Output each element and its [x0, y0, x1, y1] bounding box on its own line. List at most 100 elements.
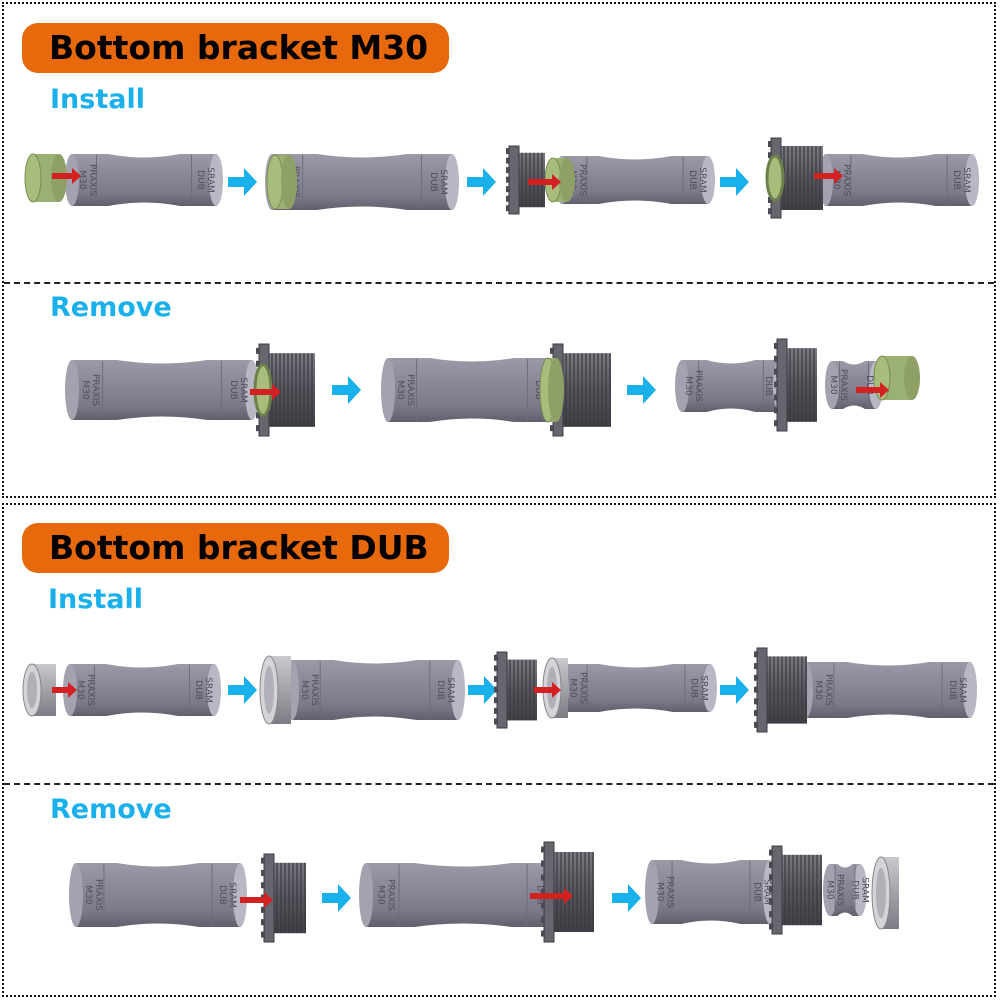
push-direction-arrow-icon: [250, 384, 281, 400]
tube-marking-text: DUB: [864, 375, 874, 395]
tube-marking-text: PRAXIS: [405, 374, 415, 406]
step-arrow-icon: [467, 168, 496, 196]
tube-marking-text: DUB: [763, 376, 773, 396]
tube-marking-text: M30: [80, 380, 90, 399]
tube-marking-text: DUB: [195, 170, 205, 190]
step-arrow-icon: [612, 884, 641, 912]
tube-marking-text: SRAM: [203, 677, 213, 703]
tube-marking-text: PRAXIS: [577, 672, 587, 704]
tube-marking-text: M30: [655, 882, 665, 901]
step-arrow-icon: [627, 376, 656, 404]
tube-marking-text: SRAM: [445, 677, 455, 703]
push-direction-arrow-icon: [814, 168, 843, 184]
step-arrow-icon: [228, 676, 257, 704]
tube-marking-text: SRAM: [699, 675, 709, 701]
push-direction-arrow-icon: [240, 892, 273, 908]
tube-marking-text: PRAXIS: [87, 164, 97, 196]
step-arrow-icon: [468, 676, 497, 704]
push-direction-arrow-icon: [530, 888, 573, 904]
threaded-bearing-cup-icon: [541, 841, 594, 943]
tube-marking-text: M30: [683, 376, 693, 395]
tube-marking-text: DUB: [951, 170, 961, 190]
push-direction-arrow-icon: [52, 168, 81, 184]
tube-marking-text: DUB: [428, 172, 438, 192]
tube-marking-text: M30: [299, 680, 309, 699]
tube-marking-text: M30: [77, 170, 87, 189]
push-direction-arrow-icon: [534, 682, 561, 698]
section-title-dub: Bottom bracket DUB: [22, 523, 449, 573]
tube-marking-text: PRAXIS: [835, 874, 845, 906]
tube-marking-text: PRAXIS: [841, 164, 851, 196]
tube-marking-text: M30: [825, 880, 835, 899]
tube-marking-text: M30: [375, 885, 385, 904]
tube-marking-text: PRAXIS: [577, 164, 587, 196]
tube-marking-text: SRAM: [227, 882, 237, 908]
tube-marking-text: M30: [83, 885, 93, 904]
step-arrow-icon: [332, 376, 361, 404]
tube-marking-text: PRAXIS: [823, 674, 833, 706]
section-title-m30: Bottom bracket M30: [22, 23, 449, 73]
tube-marking-text: SRAM: [859, 877, 869, 903]
section-divider: [4, 282, 994, 284]
tube-marking-text: DUB: [687, 170, 697, 190]
threaded-bearing-cup-icon: [754, 647, 807, 733]
tube-marking-text: DUB: [689, 678, 699, 698]
tube-marking-text: SRAM: [438, 169, 448, 195]
section-divider: [4, 783, 994, 785]
tube-marking-text: DUB: [751, 882, 761, 902]
remove-heading-m30: Remove: [50, 292, 172, 323]
tube-marking-text: DUB: [193, 680, 203, 700]
threaded-bearing-cup-icon: [769, 845, 822, 935]
tube-marking-text: SRAM: [957, 677, 967, 703]
tube-marking-text: DUB: [947, 680, 957, 700]
step-arrow-icon: [228, 168, 257, 196]
tube-marking-text: PRAXIS: [309, 674, 319, 706]
green-bearing-cup-icon: [544, 157, 575, 203]
step-arrow-icon: [720, 168, 749, 196]
install-heading-m30: Install: [50, 84, 145, 115]
tube-marking-text: SRAM: [961, 167, 971, 193]
section-dub: [2, 503, 996, 997]
tube-marking-text: SRAM: [761, 879, 771, 905]
tube-marking-text: M30: [75, 680, 85, 699]
green-bearing-cup-icon: [266, 154, 297, 210]
threaded-bearing-cup-icon: [494, 651, 537, 729]
tube-marking-text: SRAM: [697, 167, 707, 193]
dust-cap-icon: [259, 655, 291, 725]
tube-marking-text: DUB: [533, 380, 543, 400]
section-m30: [2, 2, 996, 498]
tube-marking-text: SRAM: [205, 167, 215, 193]
tube-marking-text: PRAXIS: [93, 879, 103, 911]
tube-marking-text: M30: [813, 680, 823, 699]
push-direction-arrow-icon: [856, 382, 889, 398]
tube-marking-text: DUB: [849, 880, 859, 900]
tube-marking-text: PRAXIS: [385, 879, 395, 911]
install-heading-dub: Install: [48, 584, 143, 615]
tube-marking-text: M30: [395, 380, 405, 399]
dust-cap-icon: [871, 856, 899, 930]
tube-marking-text: SRAM: [238, 377, 248, 403]
tube-marking-text: PRAXIS: [85, 674, 95, 706]
green-bearing-cup-icon: [539, 357, 564, 423]
push-direction-arrow-icon: [528, 174, 561, 190]
threaded-bearing-cup-icon: [774, 338, 817, 432]
tube-marking-text: PRAXIS: [838, 369, 848, 401]
tube-marking-text: DUB: [217, 885, 227, 905]
tube-marking-text: M30: [567, 678, 577, 697]
tube-marking-text: M30: [828, 375, 838, 394]
push-direction-arrow-icon: [52, 682, 77, 698]
